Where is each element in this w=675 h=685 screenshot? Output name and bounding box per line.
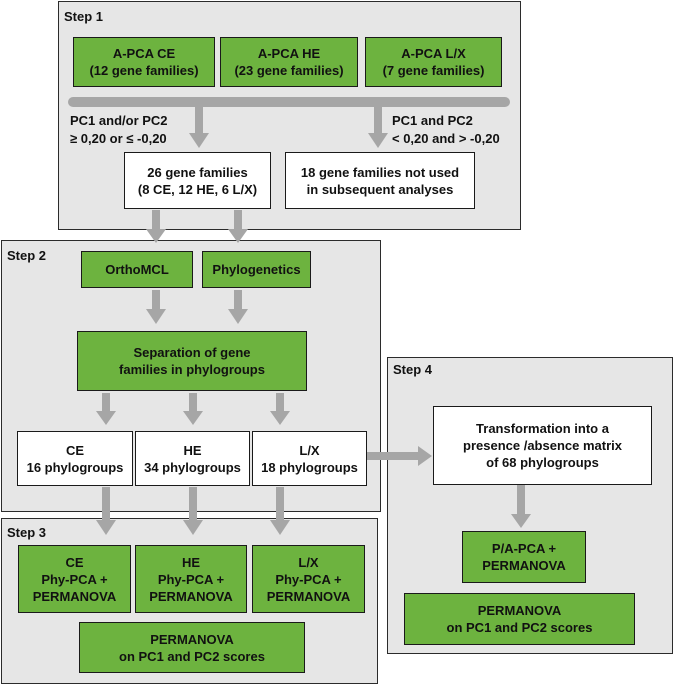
apca-lx-box: A-PCA L/X (7 gene families) xyxy=(365,37,502,87)
arrow-shaft xyxy=(276,393,284,412)
arrow-head xyxy=(511,514,531,528)
arrow-head xyxy=(270,411,290,425)
arrow-shaft xyxy=(152,290,160,310)
unused-families-box: 18 gene families not used in subsequent … xyxy=(285,152,475,209)
arrow-head xyxy=(368,133,388,148)
step2-label: Step 2 xyxy=(7,248,47,263)
arrow-shaft xyxy=(234,210,242,230)
used-families-box: 26 gene families (8 CE, 12 HE, 6 L/X) xyxy=(124,152,271,209)
step4-permanova-box: PERMANOVA on PC1 and PC2 scores xyxy=(404,593,635,645)
step3-permanova-box: PERMANOVA on PC1 and PC2 scores xyxy=(79,622,305,673)
left-criterion-text: PC1 and/or PC2 ≥ 0,20 or ≤ -0,20 xyxy=(70,113,168,146)
merge-bar xyxy=(68,97,510,107)
arrow-head xyxy=(270,520,290,535)
arrow-shaft xyxy=(374,107,382,133)
phylogenetics-box: Phylogenetics xyxy=(202,251,311,288)
apca-ce-box: A-PCA CE (12 gene families) xyxy=(73,37,215,87)
arrow-shaft xyxy=(189,393,197,412)
arrow-shaft xyxy=(234,290,242,310)
apca-he-box: A-PCA HE (23 gene families) xyxy=(220,37,358,87)
separation-box: Separation of gene families in phylogrou… xyxy=(77,331,307,391)
right-criterion-text: PC1 and PC2 < 0,20 and > -0,20 xyxy=(392,113,500,146)
he-phylogroups-box: HE 34 phylogroups xyxy=(135,431,250,486)
arrow-shaft xyxy=(102,393,110,412)
arrow-shaft xyxy=(152,210,160,230)
transformation-box: Transformation into a presence /absence … xyxy=(433,406,652,485)
arrow-head xyxy=(146,309,166,324)
arrow-shaft xyxy=(102,487,110,521)
arrow-head xyxy=(418,446,432,466)
arrow-head xyxy=(183,520,203,535)
orthomcl-box: OrthoMCL xyxy=(81,251,193,288)
arrow-shaft xyxy=(517,485,525,515)
arrow-head xyxy=(96,411,116,425)
arrow-shaft xyxy=(189,487,197,521)
arrow-shaft xyxy=(195,107,203,133)
pa-pca-box: P/A-PCA + PERMANOVA xyxy=(462,531,586,583)
arrow-head xyxy=(228,309,248,324)
step4-label: Step 4 xyxy=(393,362,433,377)
arrow-shaft xyxy=(367,452,419,460)
step1-label: Step 1 xyxy=(64,9,104,24)
arrow-shaft xyxy=(276,487,284,521)
arrow-head xyxy=(96,520,116,535)
arrow-head xyxy=(228,229,248,243)
step3-label: Step 3 xyxy=(7,525,47,540)
arrow-head xyxy=(146,229,166,243)
ce-phylogroups-box: CE 16 phylogroups xyxy=(17,431,133,486)
arrow-head xyxy=(183,411,203,425)
lx-phylogroups-box: L/X 18 phylogroups xyxy=(252,431,367,486)
arrow-head xyxy=(189,133,209,148)
he-phy-pca-box: HE Phy-PCA + PERMANOVA xyxy=(135,545,247,613)
ce-phy-pca-box: CE Phy-PCA + PERMANOVA xyxy=(18,545,131,613)
lx-phy-pca-box: L/X Phy-PCA + PERMANOVA xyxy=(252,545,365,613)
